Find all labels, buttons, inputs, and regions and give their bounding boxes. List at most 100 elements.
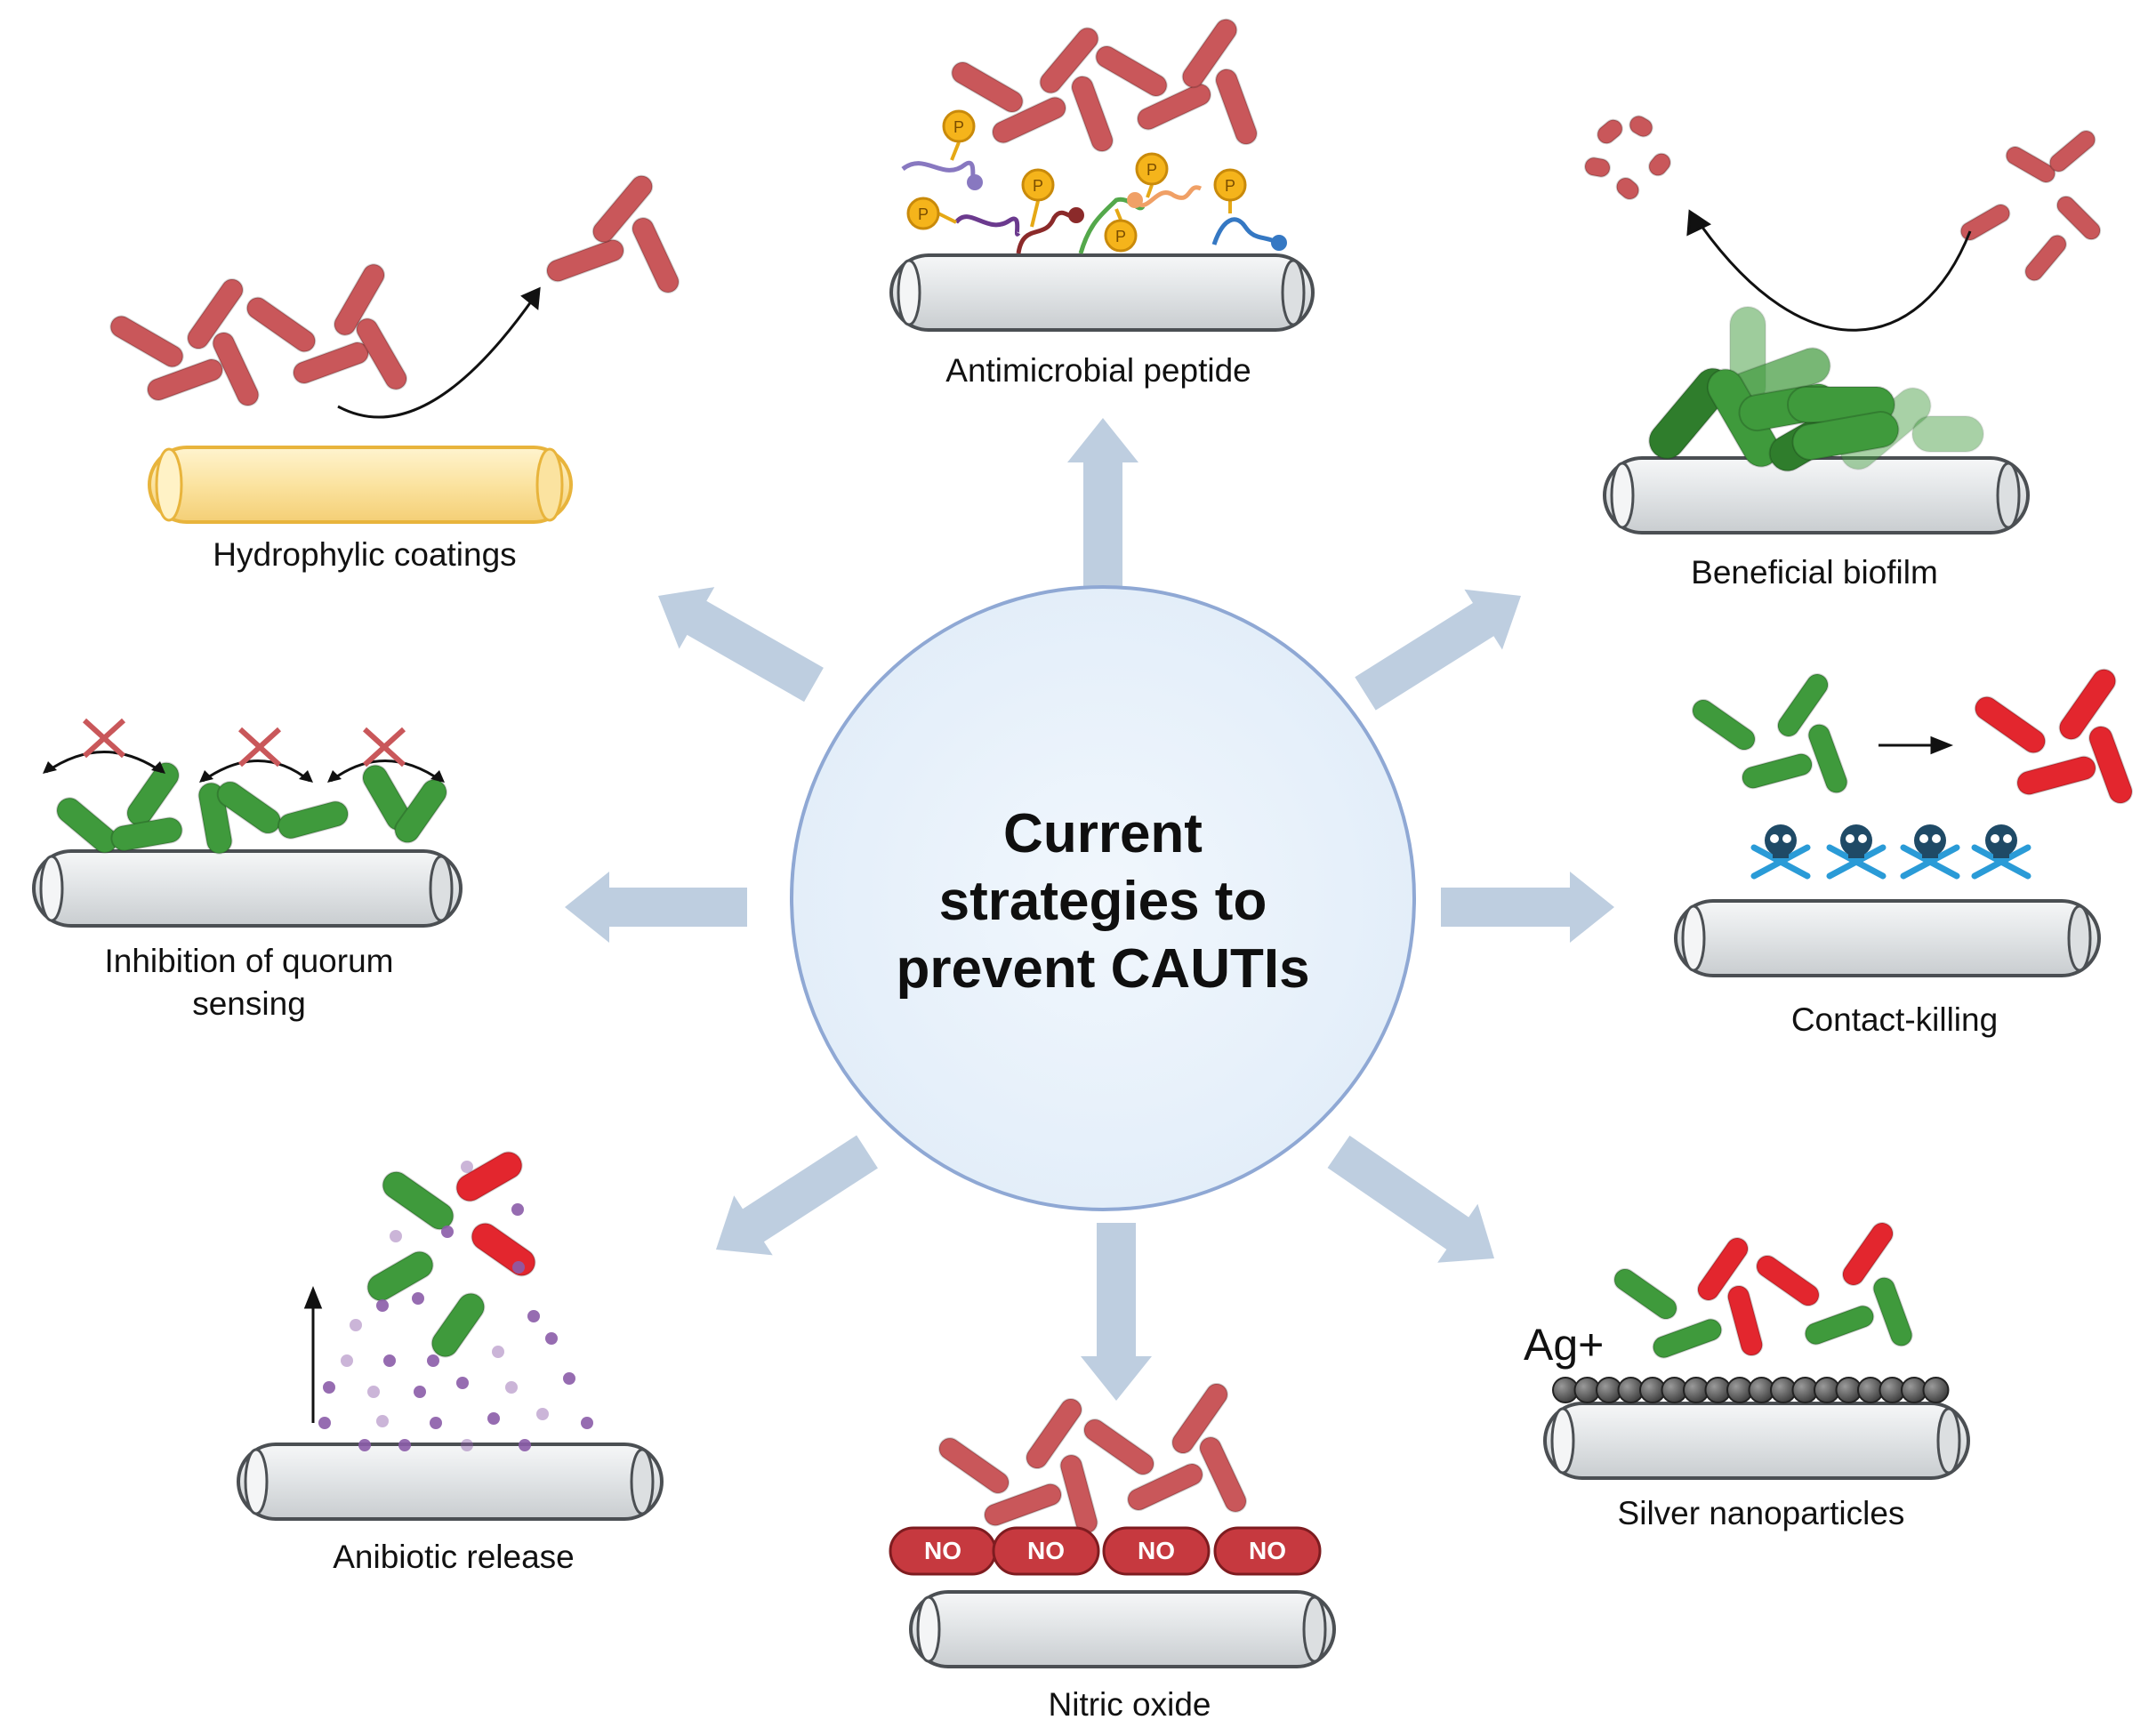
silver-particles xyxy=(1552,1377,1950,1403)
bacterium-body xyxy=(1841,1222,1895,1286)
repel-arrow-icon xyxy=(337,286,541,419)
skull-jaw xyxy=(1993,849,2009,858)
catheter-silver-body xyxy=(1543,1402,1970,1480)
bacterium-body xyxy=(1584,157,1611,178)
bacterium xyxy=(1776,673,1830,737)
antibiotic-dot xyxy=(398,1439,411,1451)
bacterium-body xyxy=(2088,725,2133,805)
bacterium xyxy=(937,1437,1010,1494)
peptide-end xyxy=(967,174,983,190)
bacterium xyxy=(187,277,244,350)
peptide-p-icon xyxy=(1135,152,1169,186)
peptide-p-icon xyxy=(1021,168,1055,202)
center-title-line-1: Current xyxy=(1003,803,1203,864)
bacterium xyxy=(1872,1276,1913,1347)
antibiotic-dot xyxy=(563,1372,575,1385)
arrow-down xyxy=(1081,1223,1152,1401)
no-pads xyxy=(889,1526,1322,1576)
antibiotic-dot xyxy=(441,1226,454,1238)
ag-ion-label: Ag+ xyxy=(1524,1320,1605,1370)
catheter-antimicrobial-right-end xyxy=(1281,259,1306,326)
bacterium xyxy=(2048,130,2096,173)
catheter-antibiotic-left-end xyxy=(244,1448,269,1515)
hydrophilic-coating-tube xyxy=(148,446,573,524)
bacterium xyxy=(109,315,184,368)
skull-jaw xyxy=(1848,849,1864,858)
bacterium-body xyxy=(216,781,282,834)
arrow-down-shape xyxy=(1081,1223,1152,1401)
label-contact-killing: Contact-killing xyxy=(1790,1001,1999,1038)
bacterium xyxy=(1756,1254,1820,1307)
peptide-chain xyxy=(1132,185,1203,208)
label-beneficial-biofilm: Beneficial biofilm xyxy=(1691,554,1938,591)
bacterium xyxy=(277,800,350,840)
catheter-contact xyxy=(1674,899,2101,977)
quorum-signal-arcs xyxy=(43,718,445,783)
catheter-silver xyxy=(1543,1402,1970,1480)
antibiotic-dot xyxy=(461,1439,473,1451)
bacterium xyxy=(1613,1267,1677,1321)
catheter-quorum xyxy=(32,849,463,928)
antibiotic-dot xyxy=(461,1161,473,1173)
block-x-icon xyxy=(82,718,126,759)
bacterium-body xyxy=(1791,411,1900,461)
bacterium-body xyxy=(110,816,183,852)
peptide-chain xyxy=(954,214,1021,237)
silver-particle xyxy=(1922,1377,1950,1403)
label-silver-nanoparticles: Silver nanoparticles xyxy=(1617,1495,1905,1531)
label-quorum-line-1: Inhibition of quorum xyxy=(104,943,394,979)
arrow-right-shape xyxy=(1441,872,1614,943)
antibiotic-dot xyxy=(519,1439,531,1451)
bacterium-body xyxy=(1215,68,1258,146)
center-title-line-3: prevent CAUTIs xyxy=(896,938,1310,1000)
bacterium-body xyxy=(1199,1436,1247,1513)
center-title-line-2: strategies to xyxy=(938,871,1267,932)
bacterium xyxy=(1841,1222,1895,1286)
catheter-contact-right-end xyxy=(2067,904,2092,972)
antibiotic-dot xyxy=(512,1261,525,1274)
bacterium xyxy=(245,296,317,353)
bacterium xyxy=(56,797,118,854)
bacterium xyxy=(1181,18,1238,89)
bacterium xyxy=(216,781,282,834)
arrow-upper-right-shape xyxy=(1355,589,1522,711)
peptide-end xyxy=(1127,192,1143,208)
arrow-lower-left xyxy=(715,1135,878,1256)
bacterium-body xyxy=(1597,118,1623,145)
bacterium xyxy=(394,778,447,844)
bacterium-body xyxy=(1615,177,1640,200)
catheter-nitric-body xyxy=(909,1590,1336,1668)
catheter-nitric-right-end xyxy=(1302,1595,1327,1663)
bacterium-body xyxy=(1613,1267,1677,1321)
block-x-icon xyxy=(362,727,406,768)
catheter-nitric xyxy=(909,1590,1336,1668)
no-tag-4: NO xyxy=(1249,1537,1286,1564)
catheter-silver-left-end xyxy=(1550,1407,1575,1475)
no-pad-2 xyxy=(992,1526,1100,1576)
bacterium xyxy=(2058,668,2117,741)
bacterium-body xyxy=(1756,1254,1820,1307)
bacterium xyxy=(1059,1454,1098,1534)
bacterium xyxy=(2005,146,2056,183)
bacterium-body xyxy=(1136,83,1212,131)
quorum-arc-head xyxy=(43,761,57,774)
antibiotic-dot xyxy=(414,1386,426,1398)
quorum-arc xyxy=(330,760,442,783)
bacterium-body xyxy=(455,1151,523,1202)
bacterium-body xyxy=(187,277,244,350)
catheter-quorum-left-end xyxy=(39,855,64,922)
skull-eye xyxy=(1858,834,1867,843)
bacterium xyxy=(1039,27,1099,94)
bacterium-body xyxy=(394,778,447,844)
bacterium xyxy=(2088,725,2133,805)
center-circle xyxy=(790,585,1416,1211)
bacterium-body xyxy=(1629,115,1653,138)
bacterium-body xyxy=(951,61,1024,113)
peptide-p-icon xyxy=(1213,168,1247,202)
kill-arrow-icon xyxy=(1879,735,1954,755)
label-antibiotic-release: Anibiotic release xyxy=(333,1539,575,1575)
bacterium-body xyxy=(1082,1419,1155,1475)
bacterium-body xyxy=(1959,204,2011,241)
quorum-arc-head xyxy=(299,770,313,783)
